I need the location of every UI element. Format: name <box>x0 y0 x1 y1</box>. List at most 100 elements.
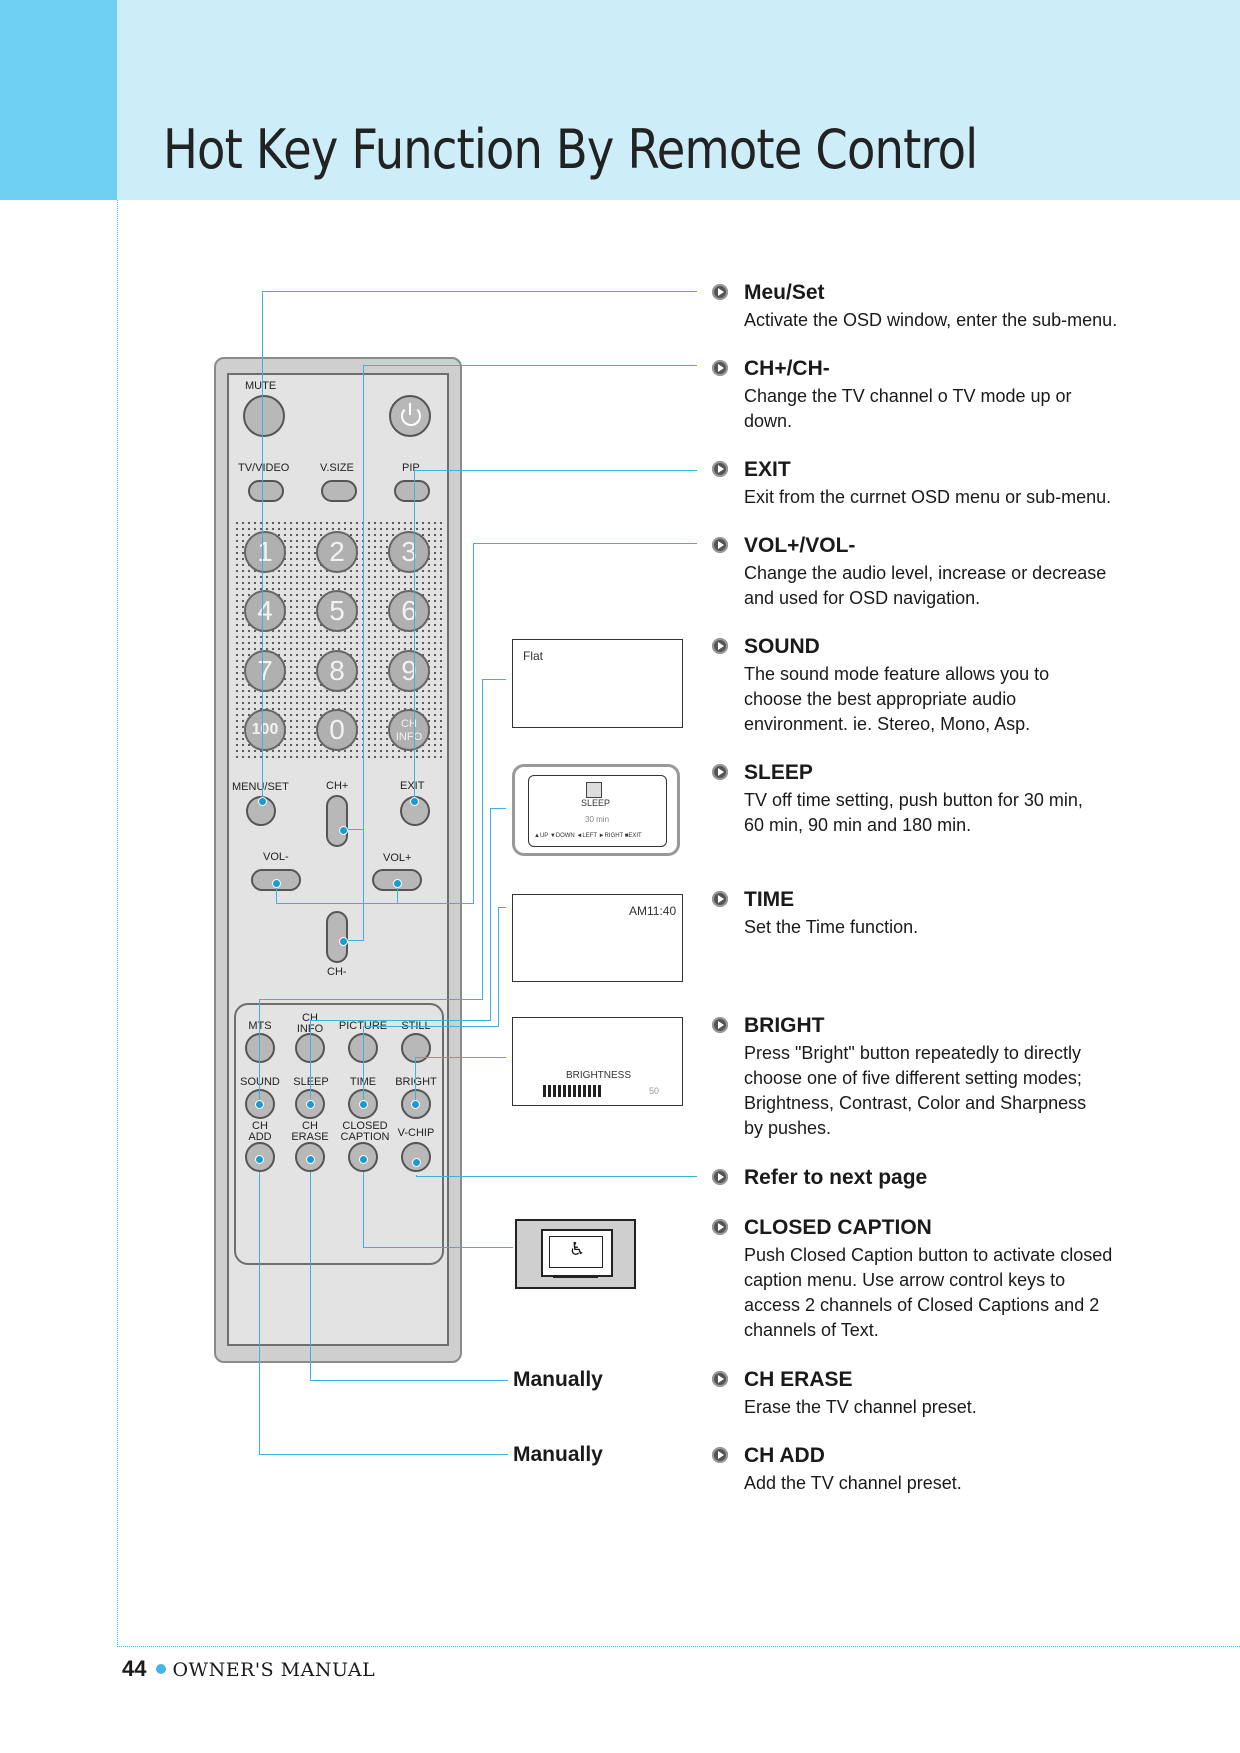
entry-title: CH ADD <box>744 1444 825 1467</box>
connector-erase-horizontal <box>310 1380 508 1381</box>
entry-title: BRIGHT <box>744 1014 825 1037</box>
connector-dot-vchip <box>412 1158 421 1167</box>
tv-video-button[interactable] <box>248 480 284 502</box>
sleep-clock-icon <box>586 782 602 798</box>
time-screen-text: AM11:40 <box>629 904 677 918</box>
sleep-label: SLEEP <box>293 1076 329 1088</box>
connector-vol-plus-stub <box>397 885 398 904</box>
entry-desc: Change the audio level, increase or decr… <box>744 563 1107 608</box>
pip-label: PIP <box>402 462 420 474</box>
arrow-icon <box>712 1017 728 1033</box>
num-8-button[interactable]: 8 <box>316 650 358 692</box>
num-7-button[interactable]: 7 <box>244 650 286 692</box>
mts-button[interactable] <box>245 1033 275 1063</box>
sleep-screen-title: SLEEP <box>581 798 611 808</box>
menu-set-button[interactable] <box>246 796 276 826</box>
connector-sound-top <box>482 679 506 680</box>
entry-desc: The sound mode feature allows you to cho… <box>744 664 1050 734</box>
connector-time-top <box>498 907 506 908</box>
entry-title: TIME <box>744 888 795 911</box>
ch-erase-label: CH ERASE <box>291 1120 329 1143</box>
connector-ch-horizontal <box>363 365 697 366</box>
connector-time-down <box>363 1026 364 1103</box>
power-icon <box>401 406 421 426</box>
num-1-button[interactable]: 1 <box>244 531 286 573</box>
entry-desc: Set the Time function. <box>744 917 919 937</box>
brightness-segment <box>568 1085 571 1097</box>
num-100-button[interactable]: 100 <box>244 709 286 751</box>
sleep-screen: SLEEP 30 min ▲UP ▼DOWN ◄LEFT ►RIGHT ■EXI… <box>512 764 680 856</box>
ch-erase-button[interactable] <box>295 1142 325 1172</box>
num-2-button[interactable]: 2 <box>316 531 358 573</box>
connector-dot-vol-plus <box>393 879 402 888</box>
pip-button[interactable] <box>394 480 430 502</box>
connector-dot-exit <box>410 797 419 806</box>
connector-ch-plus-stub <box>343 829 363 830</box>
connector-menu-vertical <box>262 291 263 801</box>
num-4-button[interactable]: 4 <box>244 590 286 632</box>
entry-desc: Push Closed Caption button to activate c… <box>744 1245 1113 1340</box>
connector-vol-vertical <box>473 543 474 904</box>
arrow-icon <box>712 537 728 553</box>
bright-button[interactable] <box>401 1089 431 1119</box>
brightness-segment <box>573 1085 576 1097</box>
connector-dot-menu <box>258 797 267 806</box>
arrow-icon <box>712 1219 728 1235</box>
sleep-screen-hint: ▲UP ▼DOWN ◄LEFT ►RIGHT ■EXIT <box>534 833 642 839</box>
entry-desc: Activate the OSD window, enter the sub-m… <box>744 310 1118 330</box>
mts-label: MTS <box>248 1021 272 1032</box>
connector-dot-sleep <box>306 1100 315 1109</box>
connector-exit-horizontal <box>414 470 697 471</box>
connector-menu-horizontal <box>262 291 697 292</box>
still-button[interactable] <box>401 1033 431 1063</box>
arrow-icon <box>712 284 728 300</box>
v-chip-button[interactable] <box>401 1142 431 1172</box>
brightness-screen-label: BRIGHTNESS <box>566 1070 632 1081</box>
connector-dot-time <box>359 1100 368 1109</box>
closed-caption-tv-screen <box>549 1236 603 1268</box>
arrow-icon <box>712 1371 728 1387</box>
brightness-segment <box>588 1085 591 1097</box>
connector-sound-down <box>259 999 260 1103</box>
entry-desc: Change the TV channel o TV mode up or do… <box>744 386 1072 431</box>
brightness-segment <box>593 1085 596 1097</box>
entry-desc: Add the TV channel preset. <box>744 1473 962 1493</box>
mute-button[interactable] <box>243 395 285 437</box>
brightness-segment <box>583 1085 586 1097</box>
num-6-button[interactable]: 6 <box>388 590 430 632</box>
v-chip-label: V-CHIP <box>397 1127 435 1139</box>
vol-plus-label: VOL+ <box>383 852 412 864</box>
ch-info-button[interactable]: CH INFO <box>388 709 430 751</box>
ch-plus-button[interactable] <box>326 795 348 847</box>
connector-add-horizontal <box>259 1454 508 1455</box>
brightness-screen-value: 50 <box>649 1086 660 1096</box>
entry-title: EXIT <box>744 458 791 481</box>
manually-label-add: Manually <box>513 1443 603 1466</box>
footer-label: OWNER'S MANUAL <box>172 1659 376 1681</box>
ch-minus-button[interactable] <box>326 911 348 963</box>
ch-add-button[interactable] <box>245 1142 275 1172</box>
v-size-label: V.SIZE <box>320 462 354 474</box>
power-button[interactable] <box>389 395 431 437</box>
connector-sleep-top <box>490 808 506 809</box>
connector-dot-erase <box>306 1155 315 1164</box>
connector-vol-bottom <box>276 903 474 904</box>
connector-bright-down <box>415 1057 416 1103</box>
num-0-button[interactable]: 0 <box>316 709 358 751</box>
time-screen: AM11:40 <box>512 894 683 982</box>
entry-desc: TV off time setting, push button for 30 … <box>744 790 1083 835</box>
num-5-button[interactable]: 5 <box>316 590 358 632</box>
entry-title: Meu/Set <box>744 281 825 304</box>
num-3-button[interactable]: 3 <box>388 531 430 573</box>
num-9-button[interactable]: 9 <box>388 650 430 692</box>
entry-desc: Press "Bright" button repeatedly to dire… <box>744 1043 1087 1138</box>
arrow-icon <box>712 1169 728 1185</box>
connector-dot-add <box>255 1155 264 1164</box>
connector-sleep-down <box>310 1020 311 1103</box>
connector-sound-bottom <box>259 999 483 1000</box>
sound-screen-text: Flat <box>523 649 544 663</box>
tv-video-label: TV/VIDEO <box>238 462 290 474</box>
connector-cc-horizontal <box>363 1247 513 1248</box>
v-size-button[interactable] <box>321 480 357 502</box>
